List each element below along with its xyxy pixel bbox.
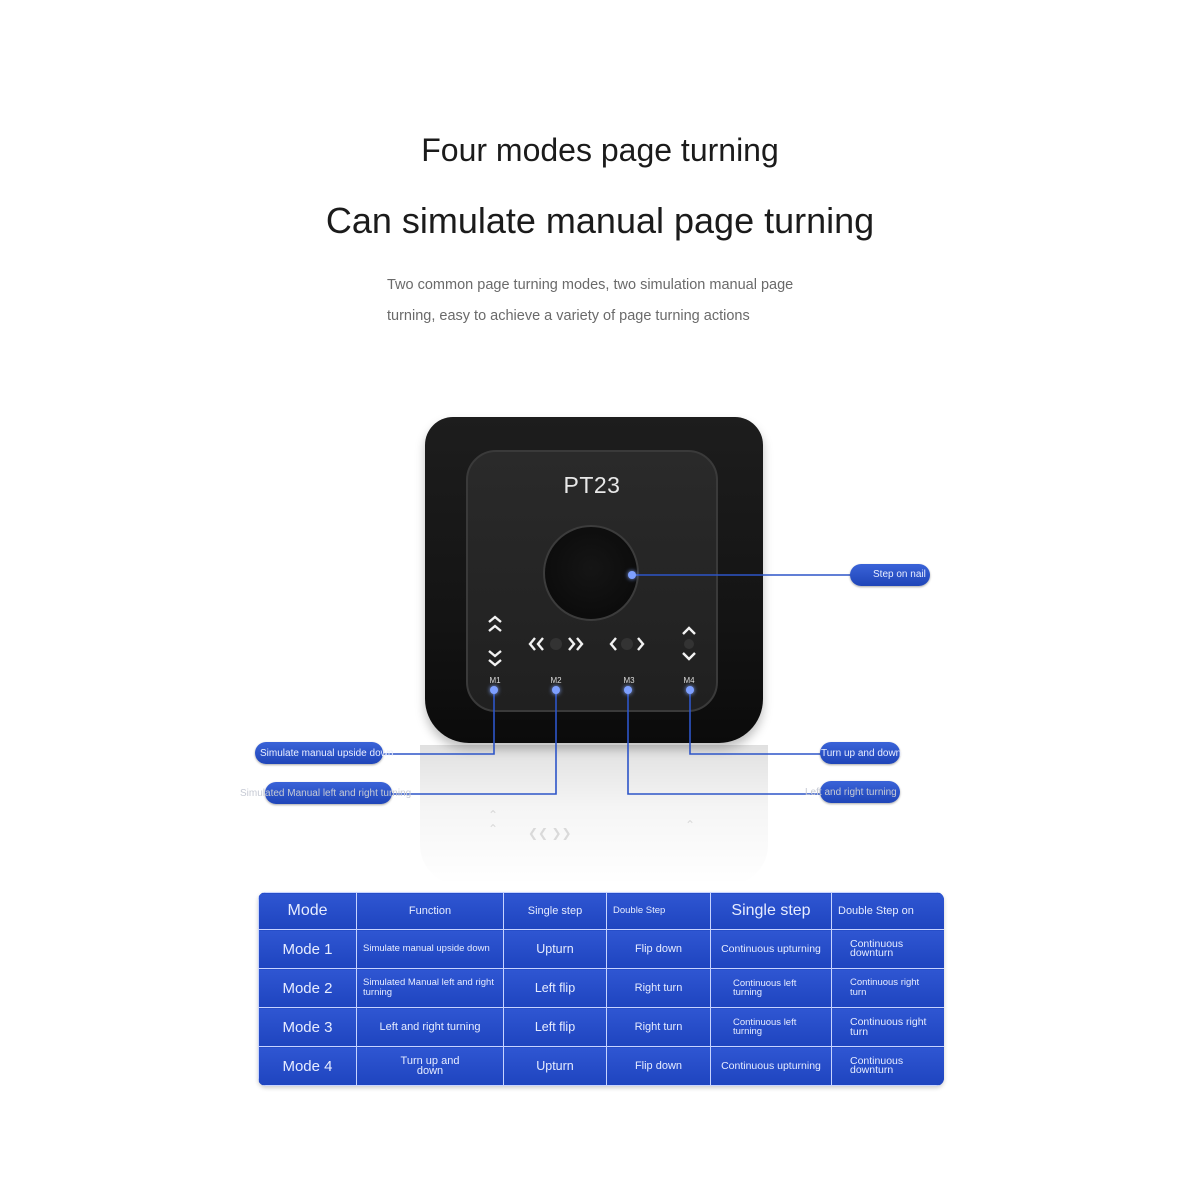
device-reflection — [420, 745, 768, 885]
table-cell-double-step-on: Continuous downturn — [831, 929, 944, 969]
callout-pill-m3 — [820, 781, 900, 803]
callout-m2: Simulated Manual left and right turning — [240, 788, 412, 799]
callout-pill-m2 — [265, 782, 392, 804]
header-double-step-on: Double Step on — [831, 892, 944, 930]
callout-pill-m1 — [255, 742, 383, 764]
table-cell-double-step: Flip down — [606, 1046, 711, 1086]
m3-chevrons-svg — [609, 637, 645, 651]
page-title: Four modes page turning — [421, 132, 779, 168]
mode-label-m4: M4 — [683, 676, 695, 685]
header-single-step-hold: Single step — [710, 892, 832, 930]
table-cell-single-step: Left flip — [503, 1007, 607, 1047]
connector-m2 — [390, 690, 557, 795]
mode-table-container: Mode Function Single step Double Step Si… — [258, 892, 944, 1086]
table-cell-single-step: Upturn — [503, 929, 607, 969]
table-row: Mode 1 Simulate manual upside down Uptur… — [258, 929, 944, 969]
description-line-1: Two common page turning modes, two simul… — [387, 277, 794, 293]
table-cell-function: Simulated Manual left and right turning — [356, 968, 504, 1008]
reflection-left-right-chevron-icon: ❮❮ ❯❯ — [528, 826, 572, 840]
table-cell-single-step-hold: Continuous left turning — [710, 1007, 832, 1047]
led-m3 — [624, 686, 632, 694]
header-single-step: Single step — [503, 892, 607, 930]
table-cell-function: Simulate manual upside down — [356, 929, 504, 969]
mode-table: Mode Function Single step Double Step Si… — [258, 892, 944, 1086]
table-cell-double-step-on: Continuous downturn — [831, 1046, 944, 1086]
table-cell-single-step-hold: Continuous upturning — [710, 1046, 832, 1086]
double-left-double-right-chevrons-icon — [527, 634, 585, 656]
m1-chevrons-svg — [488, 615, 502, 667]
table-cell-double-step-on: Continuous right turn — [831, 1007, 944, 1047]
m4-chevrons-svg — [682, 626, 696, 661]
table-cell-function: Left and right turning — [356, 1007, 504, 1047]
table-row: Mode 3 Left and right turning Left flip … — [258, 1007, 944, 1047]
table-cell-double-step: Right turn — [606, 968, 711, 1008]
callout-m1: Simulate manual upside down — [260, 748, 394, 759]
up-up-down-down-chevrons-icon — [485, 614, 505, 672]
callout-pill-m4 — [820, 742, 900, 764]
callout-pill-step-on-nail — [850, 564, 930, 586]
led-step-on-nail — [628, 571, 636, 579]
table-cell-single-step-hold: Continuous left turning — [710, 968, 832, 1008]
table-cell-mode: Mode 2 — [258, 968, 357, 1008]
pedal-press-button[interactable] — [543, 525, 639, 621]
mode-label-m3: M3 — [623, 676, 635, 685]
header-function: Function — [356, 892, 504, 930]
connector-m4 — [689, 690, 822, 755]
callout-m4: Turn up and down — [821, 748, 902, 759]
table-cell-single-step: Upturn — [503, 1046, 607, 1086]
connector-m1 — [380, 690, 495, 755]
table-header-row: Mode Function Single step Double Step Si… — [258, 892, 944, 930]
callout-step-on-nail: Step on nail — [873, 569, 926, 580]
table-cell-function: Turn up and down — [356, 1046, 504, 1086]
page-subtitle: Can simulate manual page turning — [325, 200, 875, 241]
table-cell-single-step-hold: Continuous upturning — [710, 929, 832, 969]
mode-label-m1: M1 — [489, 676, 501, 685]
m2-chevrons-svg — [528, 637, 584, 651]
table-cell-double-step: Right turn — [606, 1007, 711, 1047]
header-double-step: Double Step — [606, 892, 711, 930]
table-row: Mode 4 Turn up and down Upturn Flip down… — [258, 1046, 944, 1086]
table-cell-double-step-on: Continuous right turn — [831, 968, 944, 1008]
connector-m3 — [627, 690, 822, 795]
header-mode: Mode — [258, 892, 357, 930]
device-model-label: PT23 — [563, 472, 621, 498]
description-line-2: turning, easy to achieve a variety of pa… — [387, 308, 750, 324]
mode-label-m2: M2 — [550, 676, 562, 685]
table-cell-mode: Mode 1 — [258, 929, 357, 969]
reflection-up-chevron-icon: ⌃⌃ — [488, 808, 499, 836]
led-m2 — [552, 686, 560, 694]
table-row: Mode 2 Simulated Manual left and right t… — [258, 968, 944, 1008]
up-down-chevrons-icon — [679, 624, 699, 666]
table-cell-single-step: Left flip — [503, 968, 607, 1008]
table-cell-mode: Mode 4 — [258, 1046, 357, 1086]
reflection-up-chevron-icon-right: ⌃ — [685, 818, 696, 832]
led-m4 — [686, 686, 694, 694]
left-right-chevrons-icon — [607, 634, 647, 656]
table-cell-double-step: Flip down — [606, 929, 711, 969]
callout-m3: Left and right turning — [805, 787, 897, 798]
table-cell-mode: Mode 3 — [258, 1007, 357, 1047]
reflection-icons: ⌃⌃ ❮❮ ❯❯ ⌃ — [470, 800, 720, 870]
led-m1 — [490, 686, 498, 694]
